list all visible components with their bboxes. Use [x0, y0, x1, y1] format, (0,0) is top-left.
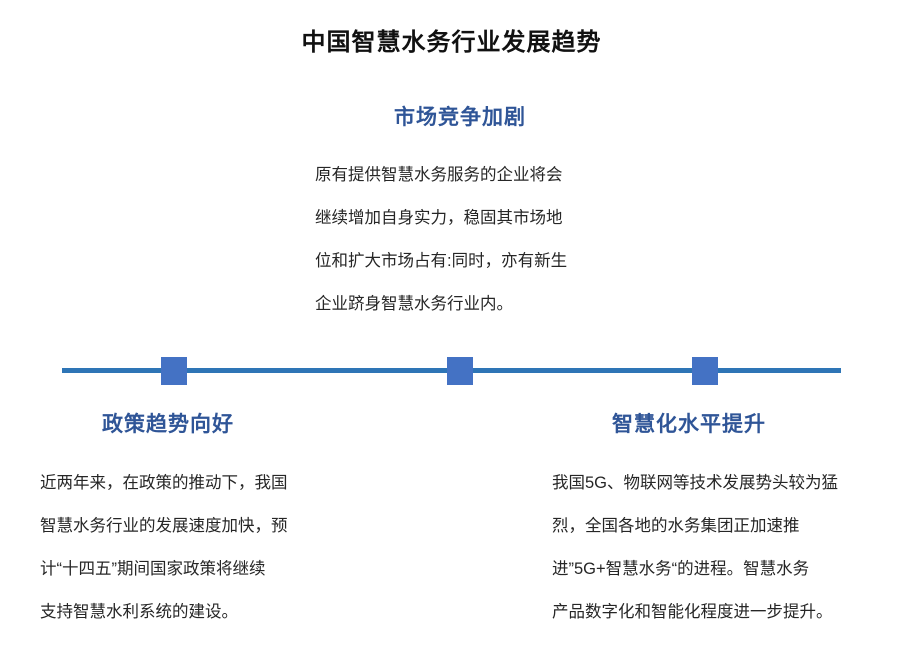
- block-body-policy-trend: 近两年来，在政策的推动下，我国 智慧水务行业的发展速度加快，预 计“十四五”期间…: [40, 462, 370, 634]
- block-body-intelligence-level: 我国5G、物联网等技术发展势头较为猛 烈，全国各地的水务集团正加速推 进”5G+…: [552, 462, 897, 634]
- block-heading-market-competition: 市场竞争加剧: [394, 106, 526, 129]
- body-line: 企业跻身智慧水务行业内。: [315, 295, 513, 313]
- timeline-node-2[interactable]: [447, 357, 473, 385]
- timeline-node-3[interactable]: [692, 357, 718, 385]
- body-line: 计“十四五”期间国家政策将继续: [40, 560, 266, 578]
- page-title: 中国智慧水务行业发展趋势: [301, 29, 602, 56]
- block-market-competition: 市场竞争加剧 原有提供智慧水务服务的企业将会 继续增加自身实力，稳固其市场地 位…: [300, 103, 620, 326]
- block-body-market-competition: 原有提供智慧水务服务的企业将会 继续增加自身实力，稳固其市场地 位和扩大市场占有…: [300, 154, 620, 326]
- body-line: 进”5G+智慧水务“的进程。智慧水务: [552, 560, 810, 578]
- block-heading-policy-trend: 政策趋势向好: [102, 413, 234, 436]
- body-line: 烈，全国各地的水务集团正加速推: [552, 517, 800, 535]
- body-line: 产品数字化和智能化程度进一步提升。: [552, 603, 833, 621]
- block-policy-trend: 政策趋势向好 近两年来，在政策的推动下，我国 智慧水务行业的发展速度加快，预 计…: [40, 410, 370, 634]
- body-line: 位和扩大市场占有:同时，亦有新生: [315, 252, 568, 270]
- timeline: [0, 355, 903, 387]
- block-intelligence-level: 智慧化水平提升 我国5G、物联网等技术发展势头较为猛 烈，全国各地的水务集团正加…: [552, 410, 897, 634]
- body-line: 原有提供智慧水务服务的企业将会: [315, 166, 563, 184]
- timeline-node-1[interactable]: [161, 357, 187, 385]
- body-line: 智慧水务行业的发展速度加快，预: [40, 517, 288, 535]
- body-line: 继续增加自身实力，稳固其市场地: [315, 209, 563, 227]
- body-line: 近两年来，在政策的推动下，我国: [40, 474, 288, 492]
- body-line: 支持智慧水利系统的建设。: [40, 603, 238, 621]
- block-heading-intelligence-level: 智慧化水平提升: [612, 413, 766, 436]
- body-line: 我国5G、物联网等技术发展势头较为猛: [552, 474, 839, 492]
